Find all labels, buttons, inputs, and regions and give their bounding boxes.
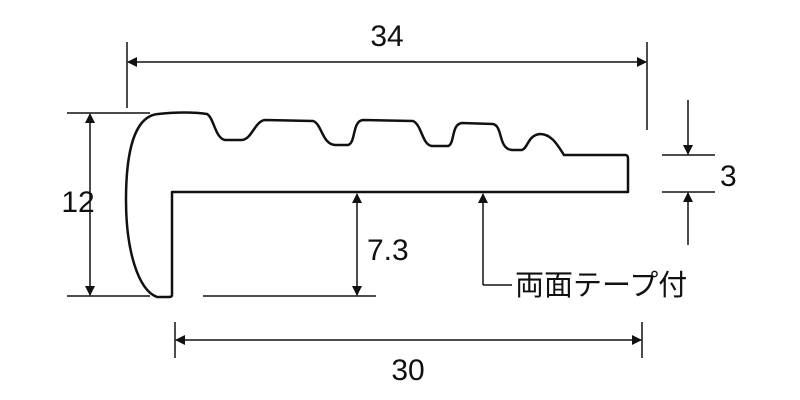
dimension-label-12: 12 (61, 186, 94, 219)
trim-profile-outline (124, 111, 630, 299)
tape-label: 両面テープ付 (515, 268, 687, 302)
dimension-label-7-3: 7.3 (367, 234, 409, 267)
dimension-label-30: 30 (391, 354, 424, 387)
dimension-label-3: 3 (720, 160, 737, 193)
dimension-label-34: 34 (370, 20, 403, 53)
